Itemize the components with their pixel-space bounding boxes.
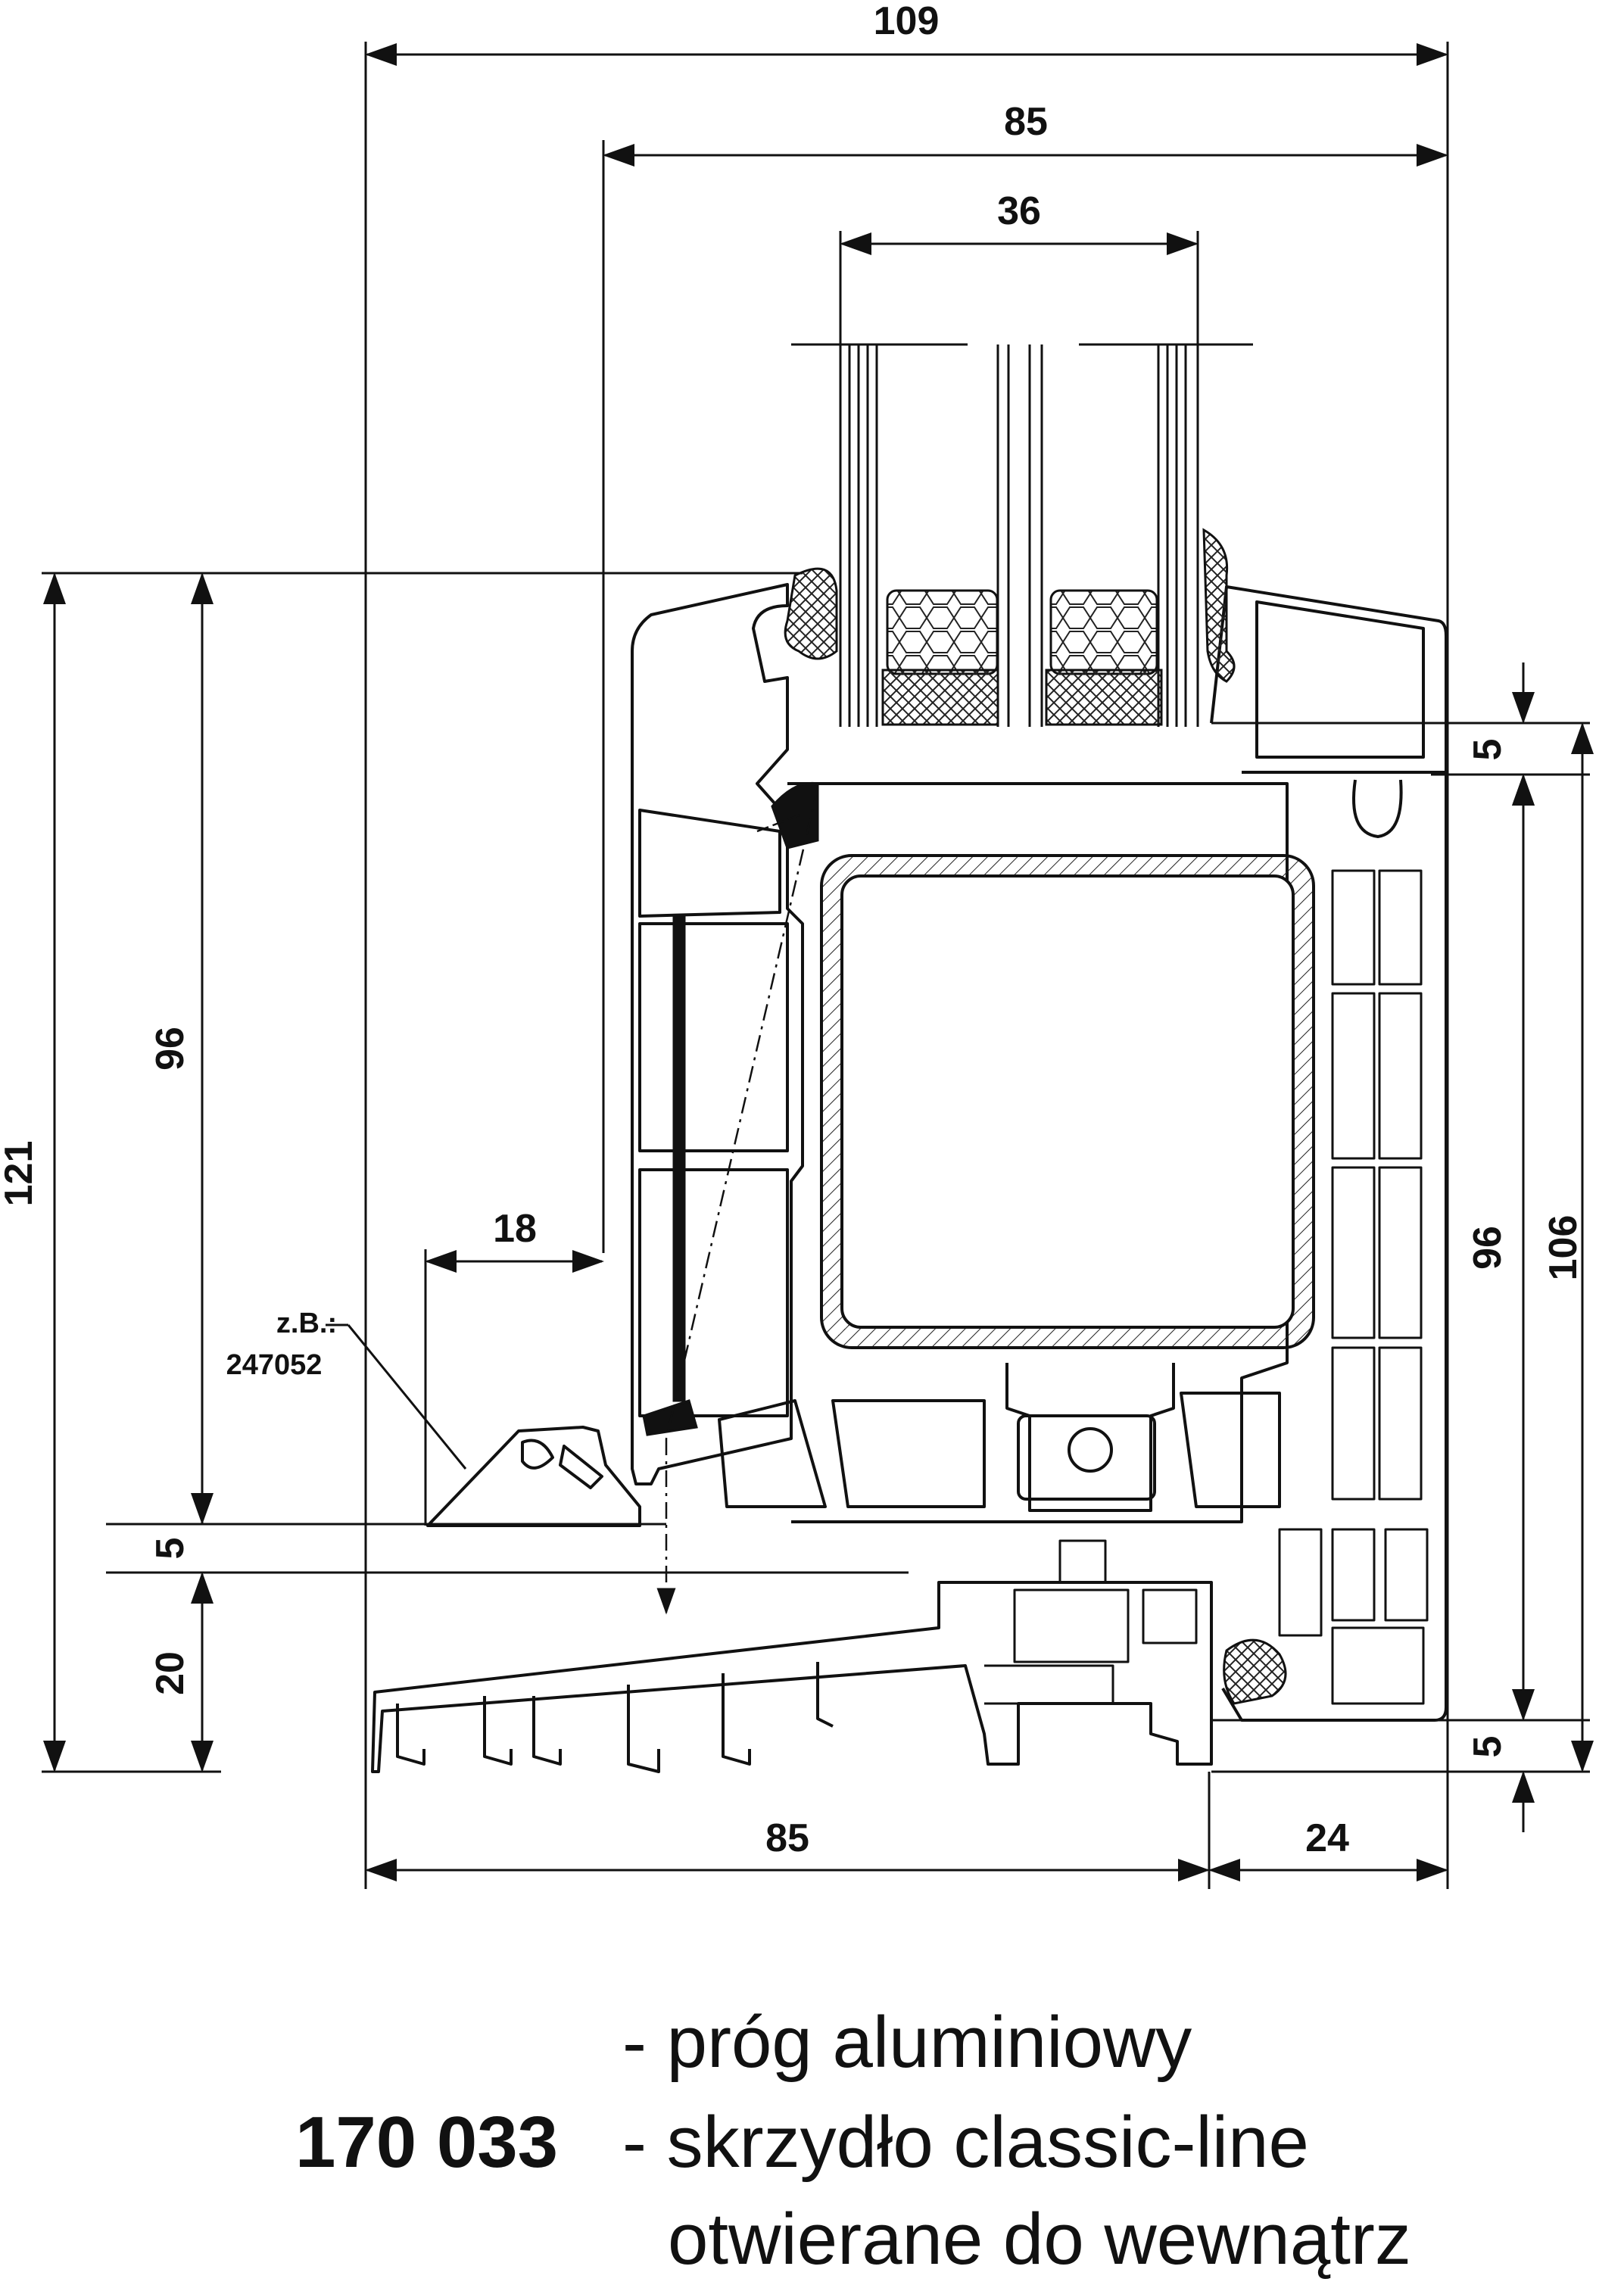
vertical-seal-strip bbox=[672, 915, 686, 1402]
glass-pane-outer bbox=[839, 344, 878, 727]
dim-24: 24 bbox=[1305, 1816, 1349, 1860]
dim-36: 36 bbox=[997, 189, 1041, 233]
gaskets bbox=[642, 528, 1287, 1705]
caption-line-opening: otwierane do wewnątrz bbox=[668, 2199, 1411, 2280]
callout-label-2: 247052 bbox=[226, 1349, 323, 1381]
dim-5-left: 5 bbox=[148, 1538, 192, 1560]
callout-label-1: z.B.: bbox=[276, 1308, 337, 1339]
sealant-left bbox=[881, 669, 999, 726]
caption-block: - próg aluminiowy 170 033 - skrzydło cla… bbox=[0, 1984, 1624, 2285]
dim-85-bottom: 85 bbox=[765, 1816, 809, 1860]
dim-5-right-bottom: 5 bbox=[1466, 1736, 1510, 1758]
dim-106: 106 bbox=[1541, 1215, 1585, 1281]
weather-bar bbox=[426, 1426, 641, 1527]
dim-121: 121 bbox=[0, 1141, 41, 1207]
frame-profile bbox=[1210, 585, 1448, 1722]
inner-glazing-gasket bbox=[1202, 528, 1236, 683]
sealant-right bbox=[1045, 669, 1163, 726]
callout-leader bbox=[326, 1323, 467, 1470]
caption-article-number: 170 033 bbox=[295, 2102, 559, 2183]
glass-pane-inner bbox=[1157, 344, 1199, 727]
dim-96-right: 96 bbox=[1466, 1226, 1510, 1270]
drainage-axis bbox=[656, 787, 819, 1615]
dimension-lines bbox=[42, 42, 1594, 1889]
aluminium-threshold bbox=[371, 1539, 1213, 1773]
drainage-seal-black bbox=[642, 1399, 698, 1436]
dim-5-right-top: 5 bbox=[1466, 739, 1510, 761]
caption-line-threshold: - próg aluminiowy bbox=[622, 2002, 1192, 2083]
spacer-left bbox=[886, 589, 999, 675]
dim-85-top: 85 bbox=[1004, 100, 1048, 144]
bottom-frame-gasket bbox=[1223, 1638, 1287, 1705]
center-seal-black bbox=[771, 781, 819, 849]
dim-18: 18 bbox=[493, 1207, 537, 1251]
dim-96-left: 96 bbox=[148, 1027, 192, 1071]
spacer-right bbox=[1049, 589, 1158, 675]
outer-glazing-gasket bbox=[784, 567, 838, 660]
glass-pane-package bbox=[791, 343, 1253, 727]
sash-profile bbox=[631, 583, 1423, 1523]
technical-section-drawing: 109 85 36 121 96 5 20 18 z.B.: 247052 5 … bbox=[0, 0, 1594, 1889]
dim-20-left: 20 bbox=[148, 1651, 192, 1695]
glass-pane-middle bbox=[996, 344, 1043, 727]
dim-109: 109 bbox=[874, 0, 940, 43]
caption-line-sash: - skrzydło classic-line bbox=[622, 2102, 1309, 2183]
